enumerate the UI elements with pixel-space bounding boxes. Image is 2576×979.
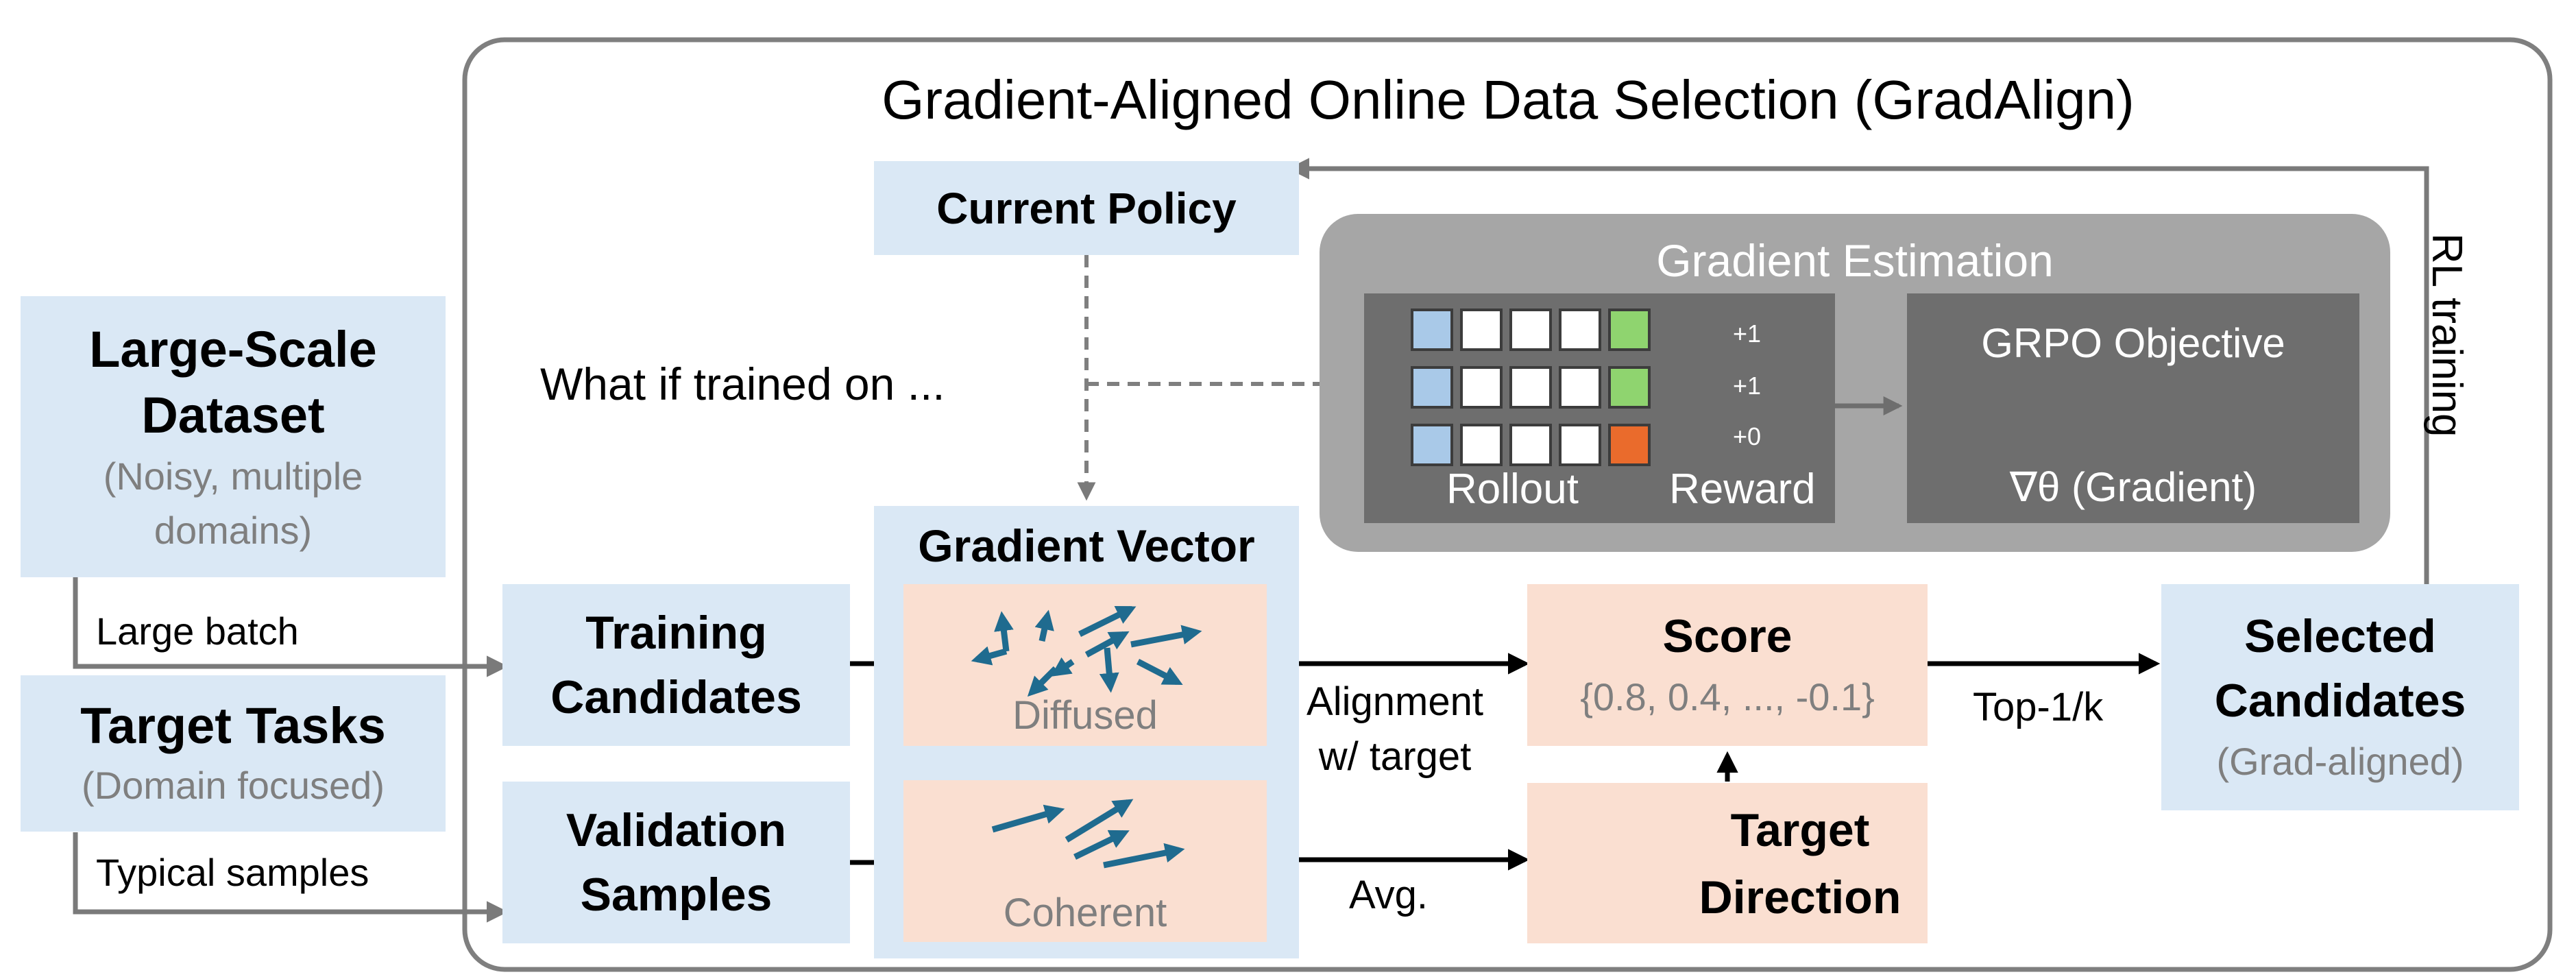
large-scale-dataset-box: Large-Scale Dataset (Noisy, multiple dom… <box>21 296 446 577</box>
rollout-cell-r1-c2 <box>1460 309 1503 351</box>
score-title: Score <box>1662 610 1793 662</box>
diffused-vector-1 <box>971 646 1008 666</box>
rollout-cell-r2-c1 <box>1411 366 1453 409</box>
avg-label: Avg. <box>1349 873 1429 917</box>
diffused-vector-3 <box>1034 609 1054 642</box>
selected-candidates-sub: (Grad-aligned) <box>2216 740 2464 783</box>
selected-candidates-line1: Selected <box>2244 610 2436 662</box>
top-k-label: Top-1/k <box>1973 685 2104 729</box>
validation-samples-line2: Samples <box>580 869 773 921</box>
alignment-label-1: Alignment <box>1307 679 1483 724</box>
large-batch-arrow <box>73 577 509 677</box>
coherent-vector-1 <box>991 804 1065 833</box>
rollout-cell-r3-c3 <box>1509 424 1552 466</box>
coherent-label: Coherent <box>1003 891 1167 935</box>
grpo-objective-label: GRPO Objective <box>1981 320 2285 366</box>
diffused-vector-2 <box>994 611 1014 652</box>
target-direction-line2: Direction <box>1699 871 1901 923</box>
training-candidates-line1: Training <box>585 607 767 659</box>
coherent-vector-4 <box>1103 843 1185 869</box>
target-tasks-sub: (Domain focused) <box>82 764 385 807</box>
typical-samples-arrow <box>73 832 509 923</box>
what-if-label: What if trained on ... <box>540 359 945 409</box>
diffused-vector-4 <box>1027 666 1058 697</box>
large-batch-label: Large batch <box>96 609 299 653</box>
rollout-cell-r1-c4 <box>1559 309 1601 351</box>
coherent-vector-2 <box>1065 799 1134 843</box>
current-policy-box: Current Policy <box>874 161 1299 255</box>
rollout-cell-r2-c4 <box>1559 366 1601 409</box>
diffused-label: Diffused <box>1012 693 1158 738</box>
target-tasks-title: Target Tasks <box>80 697 386 754</box>
diffused-vector-7 <box>1099 647 1119 693</box>
reward-value-1: +1 <box>1733 319 1762 348</box>
diffused-vector-6 <box>1084 631 1130 657</box>
selected-candidates-box: Selected Candidates (Grad-aligned) <box>2161 584 2519 810</box>
score-values: {0.8, 0.4, ..., -0.1} <box>1580 675 1875 718</box>
gradient-result-label: ∇θ (Gradient) <box>2009 464 2257 510</box>
typical-samples-label: Typical samples <box>96 851 369 894</box>
current-policy-label: Current Policy <box>936 183 1237 233</box>
gradient-vector-title: Gradient Vector <box>918 520 1255 571</box>
gradient-estimation-title: Gradient Estimation <box>1656 235 2054 286</box>
training-candidates-box: Training Candidates <box>502 584 850 746</box>
rollout-cell-r1-c5 <box>1608 309 1651 351</box>
validation-samples-box: Validation Samples <box>502 782 850 943</box>
rollout-cell-r3-c4 <box>1559 424 1601 466</box>
diffused-vector-5 <box>1078 605 1137 638</box>
rollout-cell-r3-c1 <box>1411 424 1453 466</box>
selected-candidates-line2: Candidates <box>2214 675 2466 727</box>
rollout-cell-r3-c5 <box>1608 424 1651 466</box>
score-box: Score {0.8, 0.4, ..., -0.1} <box>1527 584 1928 746</box>
reward-value-3: +0 <box>1733 422 1762 450</box>
alignment-label-2: w/ target <box>1318 734 1472 779</box>
rollout-cell-r1-c1 <box>1411 309 1453 351</box>
large-dataset-sub-2: domains) <box>154 509 313 552</box>
target-direction-box <box>1527 783 1928 943</box>
diffused-vector-10 <box>1050 657 1075 677</box>
coherent-vector-3 <box>1073 830 1130 860</box>
gradalign-frame <box>462 37 2553 972</box>
large-dataset-title-2: Dataset <box>141 387 325 444</box>
rollout-cell-r3-c2 <box>1460 424 1503 466</box>
rollout-label: Rollout <box>1446 466 1579 513</box>
rl-training-loop <box>1287 158 2429 584</box>
target-direction-line1: Target <box>1730 804 1870 856</box>
grpo-box <box>1907 293 2359 523</box>
rollout-cell-r1-c3 <box>1509 309 1552 351</box>
training-candidates-line2: Candidates <box>550 671 802 723</box>
rollout-cell-r2-c5 <box>1608 366 1651 409</box>
target-tasks-box: Target Tasks (Domain focused) <box>21 675 446 832</box>
rollout-cell-r2-c3 <box>1509 366 1552 409</box>
diffused-vector-9 <box>1136 659 1183 685</box>
rollout-cell-r2-c2 <box>1460 366 1503 409</box>
large-dataset-sub-1: (Noisy, multiple <box>103 455 363 498</box>
reward-label: Reward <box>1669 466 1816 513</box>
main-title: Gradient-Aligned Online Data Selection (… <box>882 69 2135 130</box>
large-dataset-title-1: Large-Scale <box>89 321 377 378</box>
reward-value-2: +1 <box>1733 372 1762 400</box>
coherent-box <box>903 780 1267 942</box>
diffused-box <box>903 584 1267 746</box>
diffused-vector-8 <box>1130 625 1202 648</box>
validation-samples-line1: Validation <box>566 804 787 856</box>
